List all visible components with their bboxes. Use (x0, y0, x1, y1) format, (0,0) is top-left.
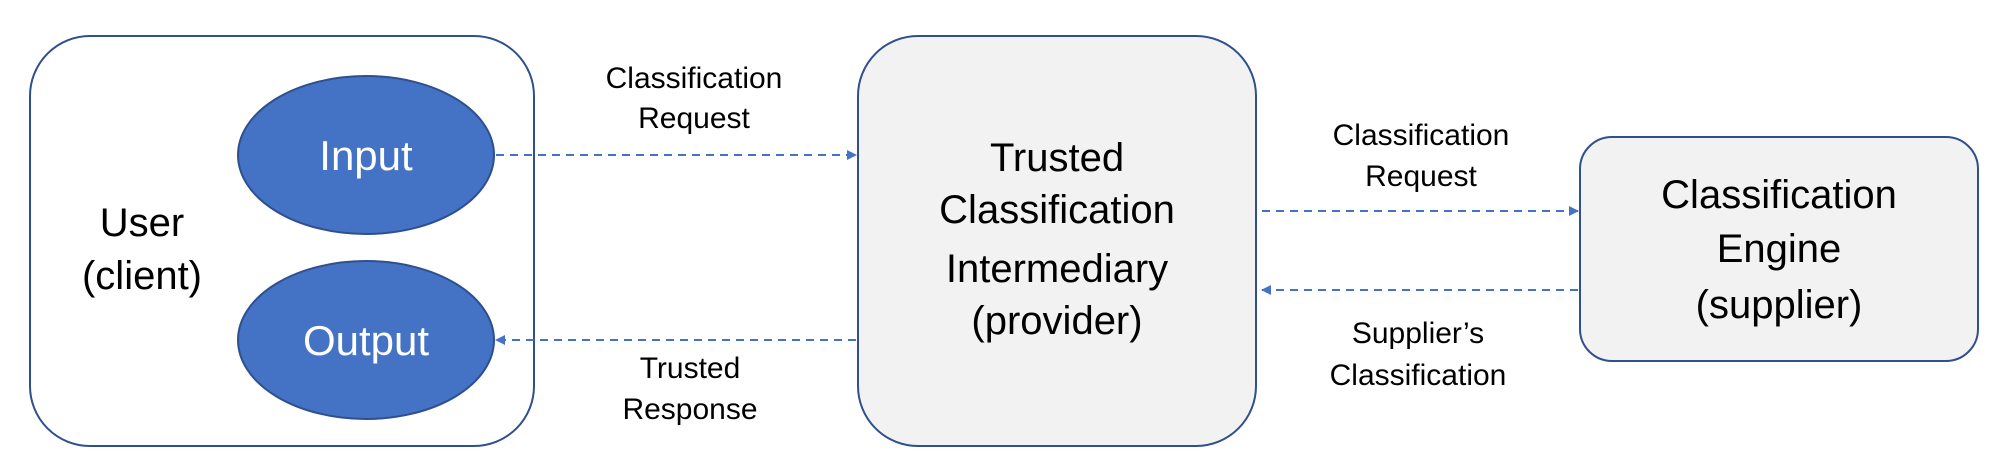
supplier-label-line2: Engine (1717, 227, 1842, 271)
provider-node: Trusted Classification Intermediary (pro… (857, 35, 1257, 447)
edge-response-to-client-line2: Response (622, 393, 757, 426)
edge-response-to-client-line1: Trusted (640, 352, 741, 385)
client-label-line1: User (100, 201, 184, 245)
provider-label-line2: Classification (939, 188, 1175, 232)
client-node: User (client) Input Output (29, 35, 535, 447)
supplier-label-line3: (supplier) (1696, 283, 1863, 327)
edge-request-to-provider: Classification Request (496, 62, 857, 160)
input-oval (237, 75, 495, 235)
client-label-line2: (client) (82, 254, 202, 298)
edge-supplier-response: Supplier’s Classification (1261, 285, 1578, 392)
supplier-box (1579, 136, 1979, 362)
supplier-label-line1: Classification (1661, 173, 1897, 217)
edge-request-to-supplier-line2: Request (1365, 160, 1477, 193)
edge-supplier-response-line2: Classification (1330, 359, 1507, 392)
edge-request-to-supplier: Classification Request (1262, 119, 1579, 216)
edge-request-to-supplier-line1: Classification (1333, 119, 1510, 152)
provider-label-line4: (provider) (971, 299, 1142, 343)
input-label: Input (319, 132, 413, 179)
supplier-node: Classification Engine (supplier) (1579, 136, 1979, 362)
output-oval (237, 260, 495, 420)
provider-box (857, 35, 1257, 447)
edge-request-to-provider-line2: Request (638, 102, 750, 135)
edge-request-to-provider-line1: Classification (606, 62, 783, 95)
edge-response-to-client: Trusted Response (495, 335, 856, 426)
provider-label-line3: Intermediary (946, 247, 1168, 291)
output-label: Output (303, 317, 429, 364)
provider-label-line1: Trusted (990, 136, 1124, 180)
edge-supplier-response-line1: Supplier’s (1352, 317, 1484, 350)
